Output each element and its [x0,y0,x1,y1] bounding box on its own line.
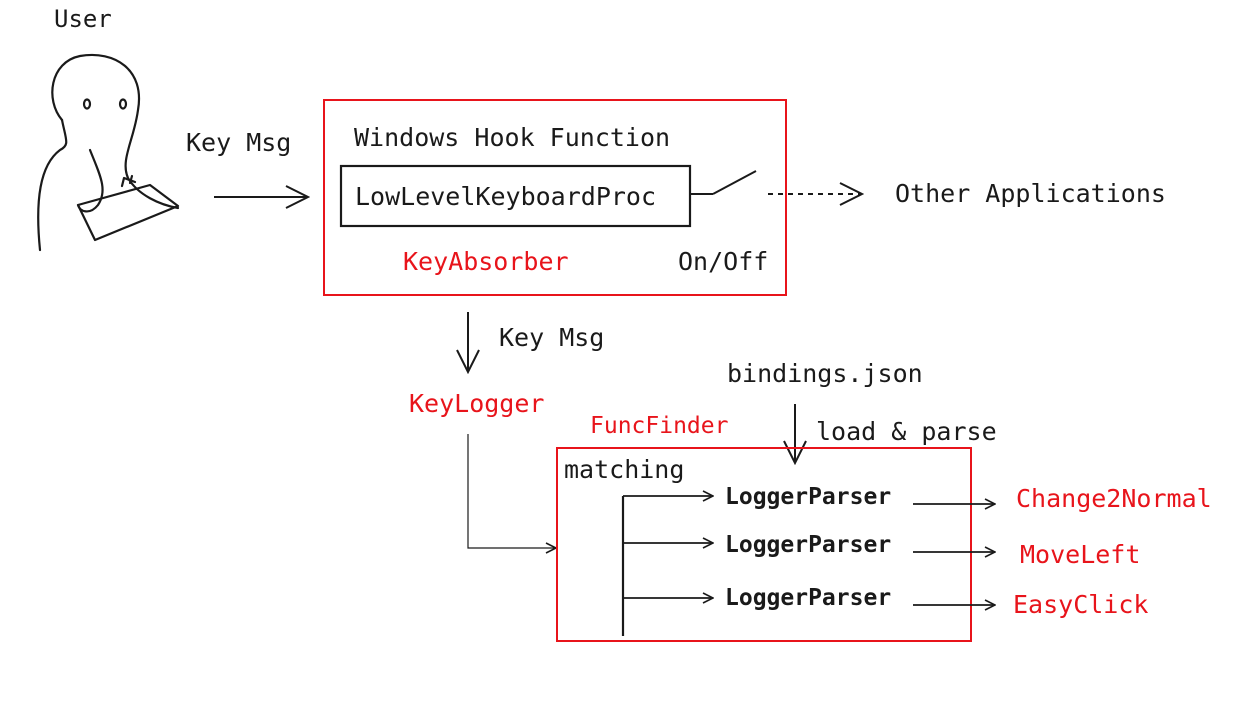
logger-parser-label: LoggerParser [725,532,891,558]
hook-title: Windows Hook Function [354,123,670,152]
target-change2normal: Change2Normal [1016,484,1212,513]
other-applications-label: Other Applications [895,179,1166,208]
target-easyclick: EasyClick [1013,590,1148,619]
parser-row-1: LoggerParser Change2Normal [623,484,1212,513]
on-off-label: On/Off [678,247,768,276]
key-msg-label-1: Key Msg [186,128,291,157]
func-finder-box [556,447,972,642]
user-label: User [54,5,112,33]
key-absorber-box [323,99,787,296]
key-msg-label-2: Key Msg [499,323,604,352]
bindings-json-label: bindings.json [727,359,923,388]
logger-parser-label: LoggerParser [725,484,891,510]
matching-label: matching [564,455,684,484]
user-figure-icon [37,53,180,252]
logger-parser-label: LoggerParser [725,585,891,611]
hook-proc-label: LowLevelKeyboardProc [355,182,656,211]
parser-row-2: LoggerParser MoveLeft [623,532,1140,569]
load-parse-label: load & parse [816,417,997,446]
switch-icon [690,170,757,195]
func-finder-label: FuncFinder [590,413,728,439]
key-logger-label: KeyLogger [409,389,544,418]
target-moveleft: MoveLeft [1020,540,1140,569]
key-absorber-label: KeyAbsorber [403,247,569,276]
hook-proc-box [339,164,692,228]
parser-row-3: LoggerParser EasyClick [623,585,1148,619]
key-logger-connector [467,434,556,548]
